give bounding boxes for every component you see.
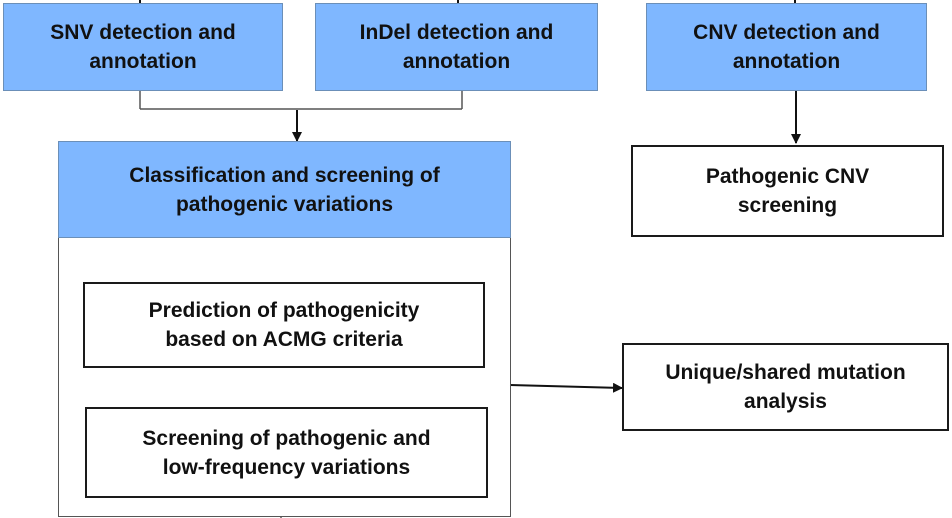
snv-detection-label: SNV detection and annotation <box>50 21 236 73</box>
indel-detection-label: InDel detection and annotation <box>359 21 554 73</box>
screening-box: Screening of pathogenic and low-frequenc… <box>85 407 488 498</box>
unique-shared-label: Unique/shared mutation analysis <box>665 361 906 413</box>
cnv-detection-label: CNV detection and annotation <box>693 21 880 73</box>
classification-label: Classification and screening of pathogen… <box>129 163 440 216</box>
acmg-prediction-box: Prediction of pathogenicity based on ACM… <box>83 282 485 368</box>
pathogenic-cnv-box: Pathogenic CNV screening <box>631 145 944 237</box>
acmg-prediction-label: Prediction of pathogenicity based on ACM… <box>148 299 420 351</box>
indel-detection-box: InDel detection and annotation <box>315 3 598 91</box>
snv-detection-box: SNV detection and annotation <box>3 3 283 91</box>
pathogenic-cnv-label: Pathogenic CNV screening <box>705 165 870 217</box>
screening-label: Screening of pathogenic and low-frequenc… <box>142 426 431 479</box>
classification-box: Classification and screening of pathogen… <box>58 141 511 238</box>
cnv-detection-box: CNV detection and annotation <box>646 3 927 91</box>
arrow-to-unique-shared <box>509 382 623 393</box>
classification-group-outline <box>58 236 511 517</box>
unique-shared-box: Unique/shared mutation analysis <box>622 343 949 431</box>
